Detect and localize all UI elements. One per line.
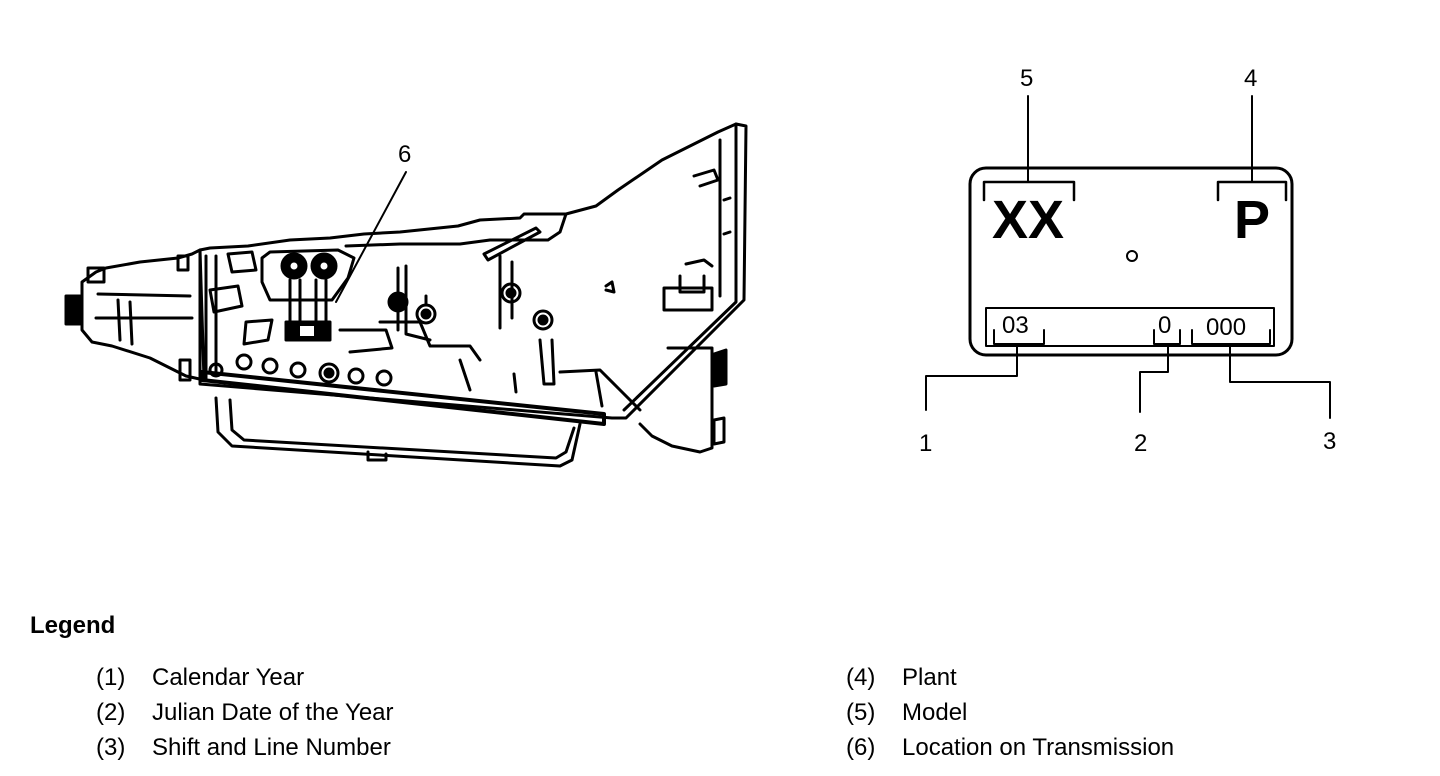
legend-item: (5) Model (846, 695, 1174, 730)
callout-6: 6 (398, 141, 412, 168)
diagram-figure: 6 5 4 1 2 3 XX P 03 0 000 (64, 65, 1337, 468)
leader-3 (1229, 343, 1331, 419)
legend-item-text: Location on Transmission (902, 734, 1175, 761)
legend-item-number: (5) (846, 699, 876, 726)
legend-item: (4) Plant (846, 660, 1174, 695)
legend-item-text: Plant (902, 664, 957, 691)
legend-item: (6) Location on Transmission (846, 730, 1174, 765)
leader-1 (925, 343, 1018, 411)
id-plate (968, 166, 1294, 357)
callout-3: 3 (1323, 428, 1337, 455)
callout-2: 2 (1134, 430, 1148, 457)
legend-right-column: (4) Plant (5) Model (6) Location on Tran… (846, 660, 1174, 765)
plate-plant-code: P (1234, 190, 1271, 250)
legend-item: (1) Calendar Year (96, 660, 394, 695)
legend-item-text: Shift and Line Number (152, 734, 391, 761)
plate-julian-date: 0 (1158, 312, 1172, 339)
legend-item-text: Model (902, 699, 968, 726)
legend-item-text: Julian Date of the Year (152, 699, 394, 726)
callout-5: 5 (1020, 65, 1034, 92)
legend-item: (3) Shift and Line Number (96, 730, 394, 765)
legend-item-number: (2) (96, 699, 126, 726)
plate-year: 03 (1002, 312, 1029, 339)
transmission-illustration (64, 122, 748, 468)
leader-2 (1139, 343, 1169, 413)
oil-pan (200, 370, 606, 426)
legend-item-text: Calendar Year (152, 664, 305, 691)
legend-item-number: (6) (846, 734, 876, 761)
legend-item-number: (4) (846, 664, 876, 691)
legend-item-number: (3) (96, 734, 126, 761)
legend-title: Legend (30, 612, 116, 639)
callout-1: 1 (919, 430, 933, 457)
legend-item: (2) Julian Date of the Year (96, 695, 394, 730)
plate-outline (968, 166, 1294, 357)
plate-hole (1126, 250, 1138, 262)
legend-left-column: (1) Calendar Year (2) Julian Date of the… (96, 660, 394, 765)
plate-model-code: XX (992, 190, 1065, 250)
legend-item-number: (1) (96, 664, 126, 691)
plate-shift-line: 000 (1206, 314, 1247, 341)
leader-6 (335, 171, 407, 303)
tail-housing (80, 248, 206, 382)
callout-4: 4 (1244, 65, 1258, 92)
output-flange (64, 294, 82, 326)
